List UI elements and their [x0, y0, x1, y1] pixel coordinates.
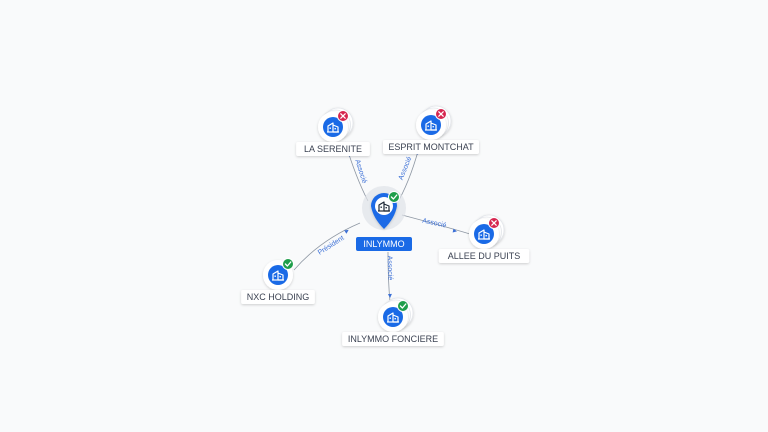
- node-label: LA SERENITE: [304, 144, 362, 154]
- company-node[interactable]: LA SERENITE: [296, 107, 370, 156]
- edge-relation-label: Associé: [398, 156, 414, 181]
- status-badge-circle: [388, 191, 400, 203]
- edge-inlymmo-fonciere: Associé: [386, 251, 394, 303]
- node-label: ESPRIT MONTCHAT: [388, 142, 474, 152]
- building-window: [274, 275, 276, 277]
- edge-relation-label: Associé: [386, 256, 394, 281]
- building-window: [480, 234, 482, 236]
- building-window: [380, 206, 382, 208]
- active-status-icon: [397, 300, 409, 312]
- edge-allee-du-puits: Associé: [401, 214, 471, 235]
- edge-line: [387, 251, 391, 303]
- node-label: NXC HOLDING: [247, 292, 310, 302]
- building-window: [389, 317, 391, 319]
- company-node[interactable]: NXC HOLDING: [241, 258, 315, 305]
- center-layer: INLYMMO: [356, 186, 412, 251]
- node-label: ALLEE DU PUITS: [448, 251, 521, 261]
- edge-arrow-icon: [344, 229, 349, 234]
- status-badge-circle: [282, 258, 294, 270]
- edge-line: [401, 214, 471, 235]
- node-label: INLYMMO FONCIERE: [348, 334, 438, 344]
- check-icon: [399, 303, 407, 309]
- edge-line: [293, 222, 361, 271]
- company-node[interactable]: ALLEE DU PUITS: [438, 214, 530, 263]
- center-label: INLYMMO: [363, 239, 404, 249]
- building-window: [394, 318, 396, 320]
- closed-status-icon: [488, 217, 500, 229]
- edge-arrow-icon: [452, 228, 457, 233]
- company-node[interactable]: INLYMMO FONCIERE: [342, 297, 444, 346]
- company-node[interactable]: ESPRIT MONTCHAT: [383, 105, 479, 154]
- building-window: [329, 127, 331, 129]
- building-window: [334, 128, 336, 130]
- building-icon: [425, 120, 437, 131]
- closed-status-icon: [337, 110, 349, 122]
- cross-icon: [491, 220, 497, 226]
- edge-arrow-icon: [387, 293, 392, 298]
- nodes-layer: LA SERENITE ESPRIT MONTCHAT ALLEE DU PUITS…: [241, 105, 530, 346]
- node-label-bg: [383, 140, 479, 154]
- center-label-bg: [356, 237, 412, 251]
- building-icon: [272, 270, 284, 281]
- building-icon: [378, 201, 390, 212]
- node-label-bg: [296, 142, 370, 156]
- building-icon: [478, 229, 490, 240]
- closed-status-icon: [435, 108, 447, 120]
- building-window: [385, 207, 387, 209]
- active-status-icon: [388, 191, 400, 203]
- building-icon: [327, 122, 339, 133]
- active-status-icon: [282, 258, 294, 270]
- building-window: [427, 125, 429, 127]
- cross-icon: [340, 113, 346, 119]
- node-label-bg: [342, 332, 444, 346]
- edge-nxc-holding: Président: [293, 222, 361, 271]
- building-window: [279, 276, 281, 278]
- check-icon: [284, 261, 292, 267]
- cross-icon: [438, 111, 444, 117]
- check-icon: [390, 194, 398, 200]
- status-badge-circle: [397, 300, 409, 312]
- building-window: [485, 235, 487, 237]
- building-window: [432, 126, 434, 128]
- center-company-node[interactable]: INLYMMO: [356, 186, 412, 251]
- node-label-bg: [438, 249, 530, 263]
- building-icon: [387, 312, 399, 323]
- edge-relation-label: Associé: [422, 218, 448, 230]
- node-label-bg: [241, 290, 315, 304]
